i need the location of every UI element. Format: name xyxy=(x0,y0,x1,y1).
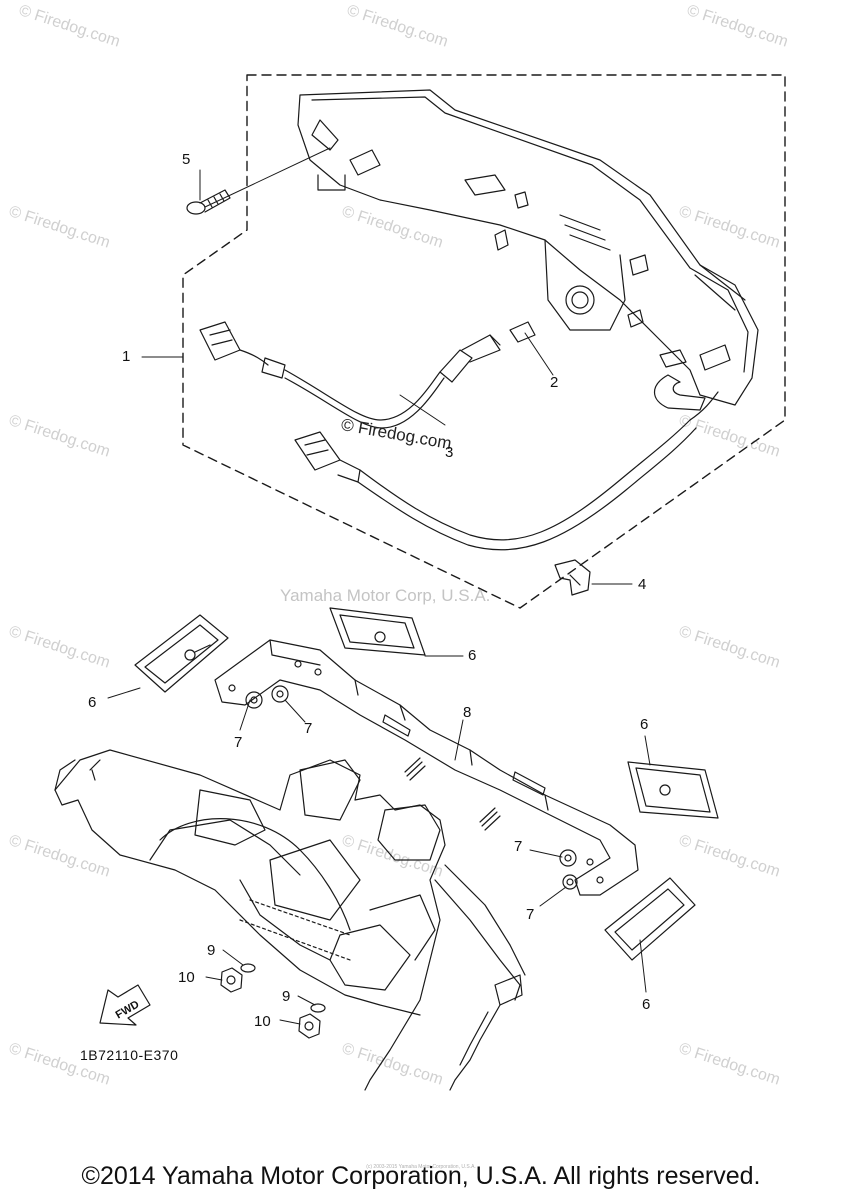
callout-6-top: 6 xyxy=(468,647,477,664)
taillight-housing xyxy=(297,89,759,411)
footer-copyright: ©2014 Yamaha Motor Corporation, U.S.A. A… xyxy=(81,1162,761,1190)
callout-10-a: 10 xyxy=(178,969,195,986)
nuts-part-7 xyxy=(245,685,578,890)
center-watermark: Yamaha Motor Corp, U.S.A. xyxy=(280,586,491,605)
bracket-part-8 xyxy=(214,639,639,896)
callout-7-a: 7 xyxy=(234,734,243,751)
callout-8: 8 xyxy=(463,704,472,721)
callout-4: 4 xyxy=(638,576,647,593)
reflector-bottom-right xyxy=(604,877,696,961)
screw-part-5 xyxy=(186,189,231,215)
callout-5: 5 xyxy=(182,151,191,168)
callout-6-left: 6 xyxy=(88,694,97,711)
callout-9-a: 9 xyxy=(207,942,216,959)
reflector-top-left xyxy=(134,614,229,693)
callout-7-b: 7 xyxy=(304,720,313,737)
footer-fine-print: (c) 2003-2015 Yamaha Motor Corporation, … xyxy=(366,1164,476,1170)
callout-6-right: 6 xyxy=(640,716,649,733)
callout-1: 1 xyxy=(122,348,131,365)
leader-lines xyxy=(107,147,651,1025)
wire-harness xyxy=(199,321,719,551)
callout-7-d: 7 xyxy=(526,906,535,923)
callout-2: 2 xyxy=(550,374,559,391)
washers-part-9 xyxy=(240,963,326,1013)
callout-7-c: 7 xyxy=(514,838,523,855)
clip-part-4 xyxy=(554,559,591,596)
callout-9-b: 9 xyxy=(282,988,291,1005)
studs xyxy=(404,757,501,831)
reflector-top-center xyxy=(329,607,426,656)
assembly-boundary xyxy=(182,74,786,609)
callout-6-bottom: 6 xyxy=(642,996,651,1013)
fwd-arrow xyxy=(99,984,151,1026)
rear-fender xyxy=(54,749,526,1091)
reflector-right xyxy=(627,761,719,819)
callout-10-b: 10 xyxy=(254,1013,271,1030)
callout-3: 3 xyxy=(445,444,454,461)
diagram-code: 1B72110-E370 xyxy=(80,1047,179,1063)
nuts-part-10 xyxy=(220,967,321,1039)
